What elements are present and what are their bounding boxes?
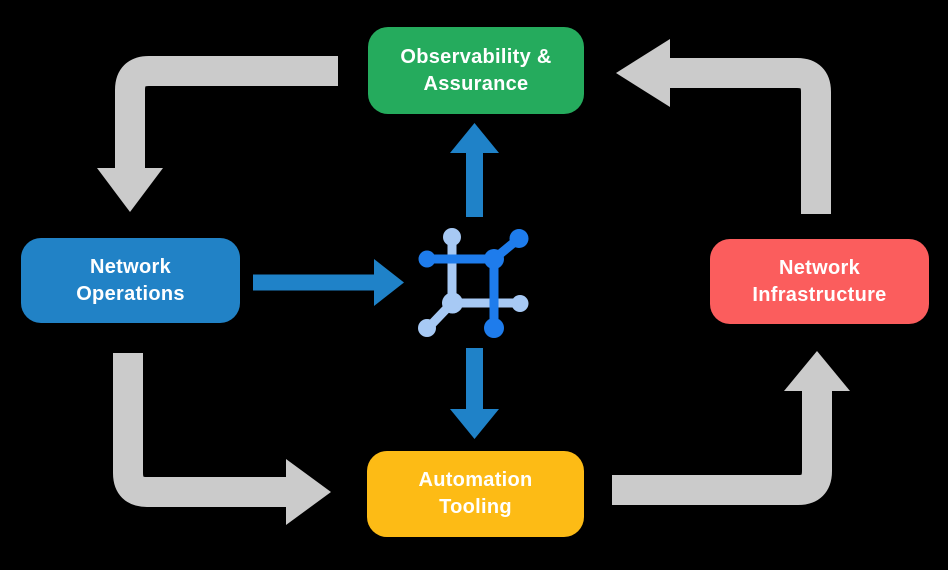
arrow-operations-to-center [253,259,404,306]
icon-node-dot [418,250,436,268]
node-label-line2: Assurance [423,72,529,95]
arrowhead-up-icon [784,351,850,391]
node-label-line1: Automation [418,469,533,491]
network-mesh-icon-light-part [418,228,529,337]
node-label-line1: Observability & [400,45,552,68]
node-label-line1: Network [89,255,171,278]
node-network-operations: Network Operations [21,238,240,323]
arrow-shaft [669,58,831,214]
node-label-line2: Tooling [439,496,512,518]
arrow-shaft [612,389,832,505]
icon-node-dot [484,318,504,338]
icon-node-dot [511,295,529,312]
arrow-center-to-observability [450,123,499,217]
node-label-line2: Infrastructure [752,283,887,306]
node-automation-tooling: Automation Tooling [367,451,584,537]
arrow-operations-to-automation [113,353,331,525]
arrowhead-up-icon [450,123,499,153]
node-observability-assurance: Observability & Assurance [368,27,584,114]
arrow-observability-to-operations [97,56,338,212]
arrow-shaft [113,353,287,507]
arrow-center-to-automation [450,348,499,439]
icon-node-dot [418,319,436,337]
network-mesh-icon-dark-part [418,229,529,338]
arrowhead-right-icon [286,459,331,525]
icon-node-dot [443,228,461,246]
icon-node-dot [509,229,529,248]
arrow-automation-to-infrastructure [612,351,850,505]
arrow-shaft [115,56,338,169]
arrowhead-down-icon [97,168,163,212]
arrow-infrastructure-to-observability [616,39,831,214]
arrowhead-down-icon [450,409,499,439]
icon-node-dot [484,249,504,269]
arrowhead-right-icon [374,259,404,306]
network-mesh-icon [418,228,529,338]
node-label-line1: Network [778,256,860,279]
node-label-line2: Operations [76,282,185,305]
arrowhead-left-icon [616,39,670,107]
node-network-infrastructure: Network Infrastructure [710,239,929,324]
icon-node-dot [442,292,463,314]
